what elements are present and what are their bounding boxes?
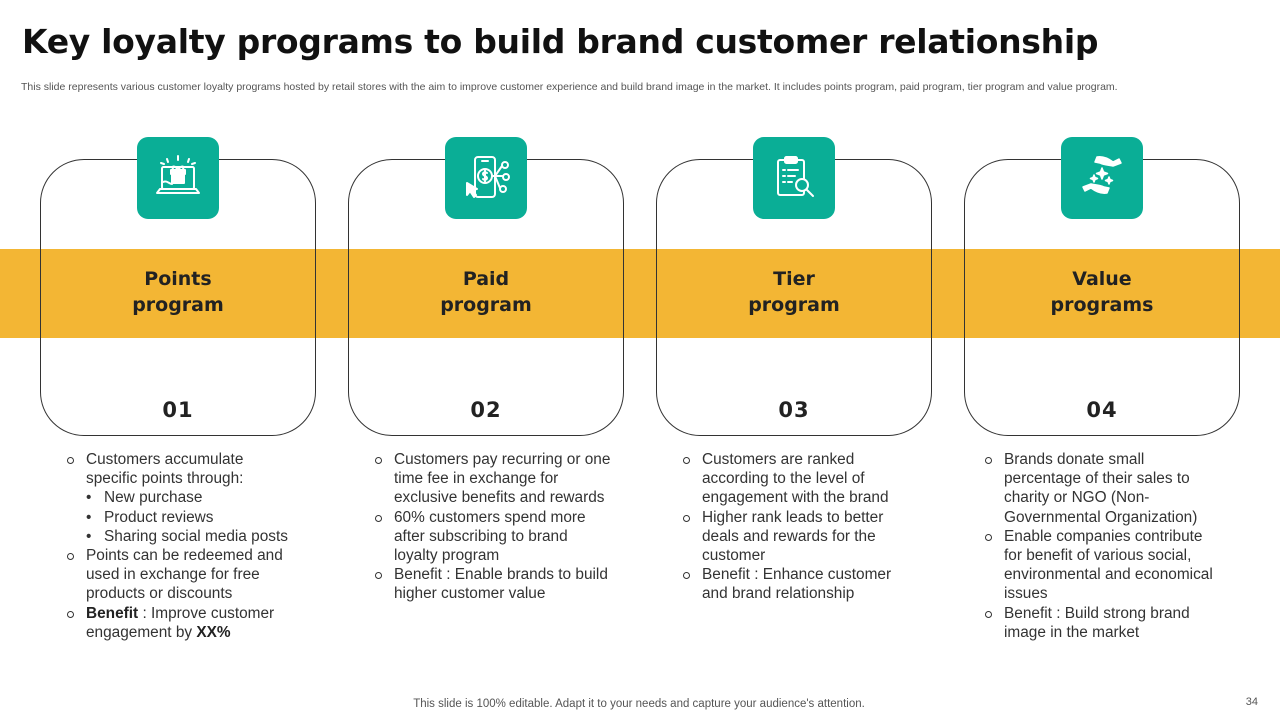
list-item: Higher rank leads to better deals and re… xyxy=(682,508,914,566)
list-item: Benefit : Build strong brand image in th… xyxy=(984,604,1220,642)
slide-subtitle: This slide represents various customer l… xyxy=(21,81,1118,93)
program-label-paid: Paid program xyxy=(440,268,532,316)
icon-tile-value xyxy=(1061,137,1143,219)
program-number-value: 04 xyxy=(1086,398,1118,422)
icon-tile-tier xyxy=(753,137,835,219)
list-item: Benefit : Enhance customer and brand rel… xyxy=(682,565,914,603)
program-number-tier: 03 xyxy=(778,398,810,422)
program-details-points: Customers accumulate specific points thr… xyxy=(66,450,298,642)
accent-band xyxy=(0,249,1280,338)
hands-sparkle-icon xyxy=(1082,156,1122,194)
list-item: 60% customers spend more after subscribi… xyxy=(374,508,614,566)
program-number-paid: 02 xyxy=(470,398,502,422)
list-item: Customers are ranked according to the le… xyxy=(682,450,914,508)
list-item: Benefit : Improve customer engagement by… xyxy=(66,604,298,642)
program-label-points: Points program xyxy=(132,268,224,316)
gift-laptop-icon xyxy=(156,155,200,194)
list-item: Brands donate small percentage of their … xyxy=(984,450,1220,527)
slide-footer: This slide is 100% editable. Adapt it to… xyxy=(413,698,865,710)
list-item: Customers pay recurring or one time fee … xyxy=(374,450,614,508)
program-number-points: 01 xyxy=(162,398,194,422)
program-details-value: Brands donate small percentage of their … xyxy=(984,450,1220,642)
page-number: 34 xyxy=(1245,696,1258,708)
mobile-payment-icon xyxy=(466,156,510,198)
program-details-tier: Customers are ranked according to the le… xyxy=(682,450,914,604)
icon-tile-paid xyxy=(445,137,527,219)
list-item: Enable companies contribute for benefit … xyxy=(984,527,1220,604)
slide-title: Key loyalty programs to build brand cust… xyxy=(22,22,1099,61)
list-subitem: New purchase xyxy=(66,488,298,507)
icon-tile-points xyxy=(137,137,219,219)
program-details-paid: Customers pay recurring or one time fee … xyxy=(374,450,614,604)
program-label-tier: Tier program xyxy=(748,268,840,316)
list-subitem: Product reviews xyxy=(66,508,298,527)
list-item: Customers accumulate specific points thr… xyxy=(66,450,298,488)
list-item: Points can be redeemed and used in excha… xyxy=(66,546,298,604)
program-label-value: Value programs xyxy=(1050,268,1154,316)
list-subitem: Sharing social media posts xyxy=(66,527,298,546)
list-item: Benefit : Enable brands to build higher … xyxy=(374,565,614,603)
clipboard-search-icon xyxy=(777,156,814,197)
